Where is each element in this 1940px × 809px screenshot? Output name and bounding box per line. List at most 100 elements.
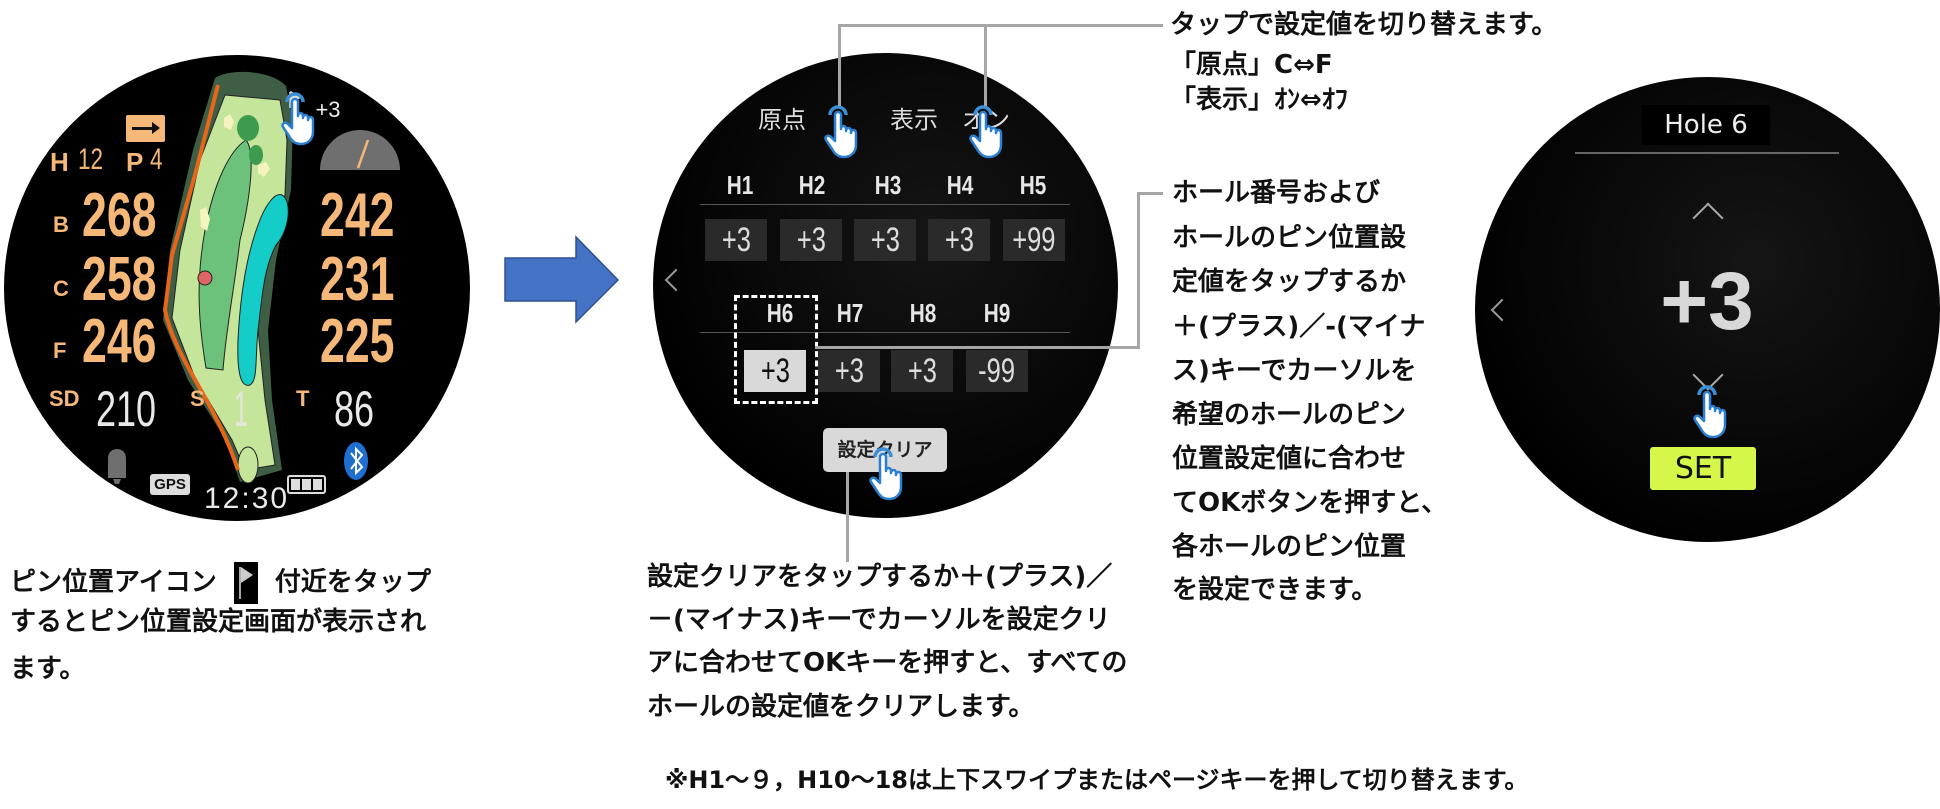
leader-line xyxy=(846,472,849,562)
pin-value-h4[interactable]: +3 xyxy=(928,219,990,261)
course-fairway xyxy=(198,139,252,371)
pin-value-h9[interactable]: -99 xyxy=(966,350,1028,392)
pin-value-h5[interactable]: +99 xyxy=(1003,219,1065,261)
hole-header-h1[interactable]: H1 xyxy=(726,170,754,200)
row1-divider xyxy=(700,204,1070,205)
top-right-caption-line: 「原点」C⇔F xyxy=(1170,50,1333,80)
selection-cursor-highlight xyxy=(734,295,818,404)
right-caption-line: 定値をタップするか xyxy=(1172,267,1407,297)
s-label: S xyxy=(190,386,205,411)
wind-needle xyxy=(356,139,370,169)
tap-hand-icon xyxy=(967,103,1011,159)
display-label: 表示 xyxy=(890,106,938,134)
front-distance-alt: 225 xyxy=(320,307,395,376)
wind-gauge xyxy=(320,130,400,170)
set-button[interactable]: SET xyxy=(1650,447,1756,490)
direction-arrow-badge xyxy=(126,115,165,142)
flag-icon xyxy=(233,562,258,604)
center-label: C xyxy=(53,276,69,301)
back-label: B xyxy=(53,212,69,237)
right-caption-line: てOKボタンを押すと、 xyxy=(1172,488,1448,518)
bell-icon xyxy=(108,449,126,484)
hole-header-h9[interactable]: H9 xyxy=(983,298,1011,328)
middle-caption-line: －(マイナス)キーでカーソルを設定クリ xyxy=(647,605,1111,635)
hole-header-h3[interactable]: H3 xyxy=(874,170,902,200)
out-of-bounds-line xyxy=(162,84,240,471)
s-value: 1 xyxy=(234,381,248,437)
right-caption-line: ホールのピン位置設 xyxy=(1172,223,1407,253)
leader-line xyxy=(1137,192,1140,349)
clock-time: 12:30 xyxy=(204,482,290,515)
bunker xyxy=(200,207,210,231)
middle-caption-line: 設定クリアをタップするか＋(プラス)／ xyxy=(647,562,1113,592)
hole-title: Hole 6 xyxy=(1642,105,1770,145)
t-label: T xyxy=(296,386,310,411)
leader-line xyxy=(1137,192,1163,195)
right-caption-line: ＋(プラス)／-(マイナ xyxy=(1172,312,1426,342)
green-2 xyxy=(249,145,263,165)
battery-cell xyxy=(313,479,322,490)
tap-hand-icon xyxy=(822,103,866,159)
leader-line xyxy=(984,24,987,106)
battery-icon xyxy=(287,475,326,494)
hole-number: 12 xyxy=(78,143,104,176)
leader-line xyxy=(838,24,841,106)
par-number: 4 xyxy=(150,143,163,176)
caption-text: ピン位置アイコン xyxy=(10,567,217,598)
next-arrow-icon xyxy=(504,235,620,324)
pin-value-h2[interactable]: +3 xyxy=(780,219,842,261)
hole-header-h2[interactable]: H2 xyxy=(798,170,826,200)
top-right-caption-line: タップで設定値を切り替えます。 xyxy=(1170,10,1558,40)
left-caption-line: ピン位置アイコン 付近をタップ xyxy=(10,562,431,604)
hole-header-h6[interactable]: H6 xyxy=(766,298,794,328)
leader-line xyxy=(838,24,1163,27)
left-caption-line: ます。 xyxy=(10,654,86,684)
center-distance-alt: 231 xyxy=(320,245,395,314)
water-hazard xyxy=(237,194,289,386)
origin-label: 原点 xyxy=(758,106,806,134)
course-map xyxy=(108,71,400,494)
hole-label: H xyxy=(50,147,69,177)
center-distance: 258 xyxy=(82,245,157,314)
gps-badge: GPS xyxy=(150,474,190,495)
left-caption-line: するとピン位置設定画面が表示され xyxy=(10,607,427,637)
bunker xyxy=(258,162,270,177)
battery-cell xyxy=(302,479,311,490)
hole-header-h5[interactable]: H5 xyxy=(1019,170,1047,200)
right-caption-line: 希望のホールのピン xyxy=(1172,400,1407,430)
pin-value-h3[interactable]: +3 xyxy=(854,219,916,261)
hole-header-h8[interactable]: H8 xyxy=(909,298,937,328)
pin-value-display: +3 xyxy=(1660,256,1754,347)
back-distance: 268 xyxy=(82,181,157,250)
leader-line xyxy=(815,346,1140,349)
flag-offset-label[interactable]: +3 xyxy=(310,96,346,124)
bluetooth-glyph xyxy=(350,446,364,476)
pin-value-h8[interactable]: +3 xyxy=(891,350,953,392)
right-caption-line: 各ホールのピン位置 xyxy=(1172,532,1407,562)
pin-value-h7[interactable]: +3 xyxy=(818,350,880,392)
tee-box xyxy=(237,446,259,484)
front-label: F xyxy=(53,338,67,363)
hole-header-h7[interactable]: H7 xyxy=(836,298,864,328)
tap-hand-icon xyxy=(279,90,323,146)
footnote: ※H1～９，H10～18は上下スワイプまたはページキーを押して切り替えます。 xyxy=(665,766,1529,794)
position-marker xyxy=(197,270,213,286)
green xyxy=(237,115,259,141)
tap-hand-icon xyxy=(1691,383,1735,439)
hole-header-h4[interactable]: H4 xyxy=(946,170,974,200)
caption-text: 付近をタップ xyxy=(274,567,431,598)
title-divider xyxy=(1575,152,1839,154)
sd-label: SD xyxy=(49,386,80,411)
tap-hand-icon xyxy=(867,445,911,501)
top-right-caption-line: 「表示」ｵﾝ⇔ｵﾌ xyxy=(1170,85,1348,115)
pin-value-h1[interactable]: +3 xyxy=(705,219,767,261)
sd-value: 210 xyxy=(96,381,157,437)
row2-divider xyxy=(700,332,1070,333)
right-caption-line: ホール番号および xyxy=(1172,178,1381,208)
pin-value-h6[interactable]: +3 xyxy=(744,350,806,392)
front-distance: 246 xyxy=(82,307,157,376)
middle-caption-line: アに合わせてOKキーを押すと、すべての xyxy=(647,648,1128,678)
t-value: 86 xyxy=(334,381,375,437)
bunker xyxy=(224,114,234,130)
back-distance-alt: 242 xyxy=(320,181,395,250)
